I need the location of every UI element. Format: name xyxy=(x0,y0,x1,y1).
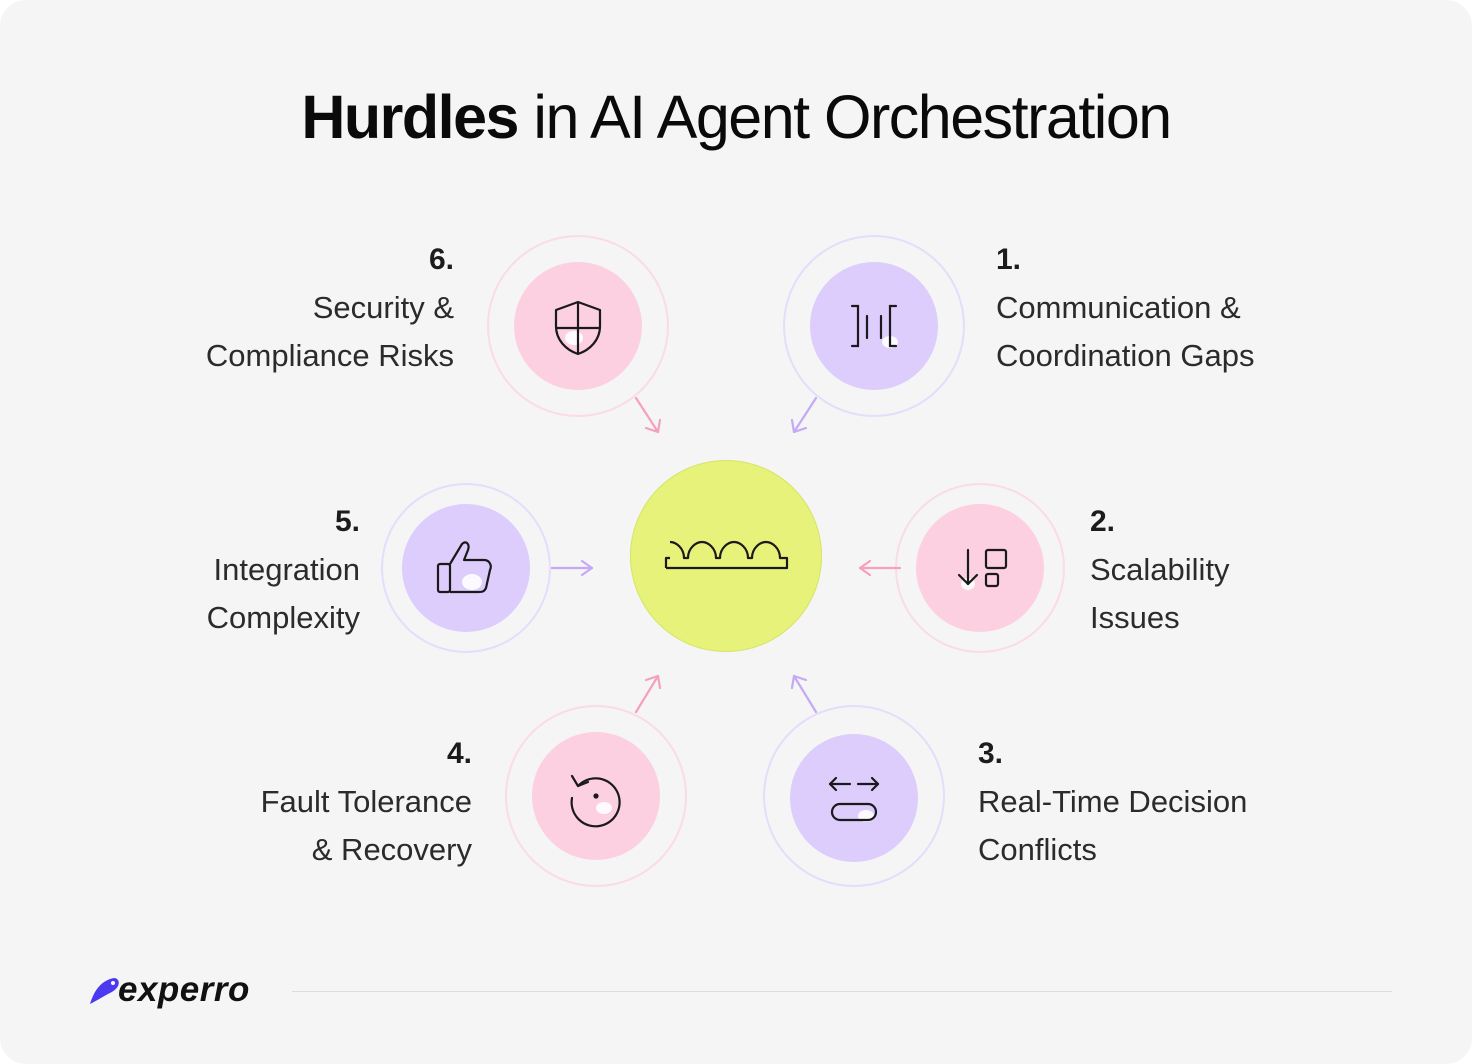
item-number: 5. xyxy=(334,505,360,538)
item-title-line2: Conflicts xyxy=(978,832,1097,867)
item-number: 1. xyxy=(996,243,1022,276)
item-title-line2: & Recovery xyxy=(311,832,472,867)
item-label-6: 6. Security & Compliance Risks xyxy=(206,236,454,380)
swap-arrows-icon xyxy=(828,776,880,822)
arrow-3 xyxy=(790,674,818,714)
item-title-line1: Real-Time Decision xyxy=(978,784,1248,819)
item-title-line1: Integration xyxy=(213,552,361,587)
item-label-4: 4. Fault Tolerance & Recovery xyxy=(261,730,472,874)
brand-name: experro xyxy=(118,970,250,1009)
item-title-line2: Compliance Risks xyxy=(205,338,454,373)
item-title-line1: Communication & xyxy=(996,290,1241,325)
arrow-5 xyxy=(550,559,594,577)
orchestration-hub-icon xyxy=(664,540,789,570)
item-circle-4 xyxy=(532,732,660,860)
bird-logo-icon xyxy=(90,978,119,1004)
item-number: 2. xyxy=(1090,505,1116,538)
item-circle-6 xyxy=(514,262,642,390)
page-title: Hurdles in AI Agent Orchestration xyxy=(0,82,1472,152)
arc-3 xyxy=(763,705,945,887)
arc-4 xyxy=(505,705,687,887)
item-circle-2 xyxy=(916,504,1044,632)
scale-arrow-icon xyxy=(957,548,1008,590)
shield-icon xyxy=(554,300,602,356)
item-label-3: 3. Real-Time Decision Conflicts xyxy=(978,730,1247,874)
item-label-1: 1. Communication & Coordination Gaps xyxy=(996,236,1255,380)
thumbs-up-icon xyxy=(436,541,492,594)
item-number: 3. xyxy=(978,737,1004,770)
item-circle-1 xyxy=(810,262,938,390)
arc-1 xyxy=(783,235,965,417)
arrow-4 xyxy=(634,674,662,714)
arc-6 xyxy=(487,235,669,417)
item-circle-5 xyxy=(402,504,530,632)
item-title-line1: Fault Tolerance xyxy=(260,784,472,819)
item-title-line1: Security & xyxy=(312,290,454,325)
footer-divider xyxy=(292,991,1392,992)
title-rest: in AI Agent Orchestration xyxy=(517,83,1172,151)
arrow-1 xyxy=(790,396,818,434)
item-title-line1: Scalability xyxy=(1090,552,1230,587)
arrow-2 xyxy=(858,559,902,577)
item-label-5: 5. Integration Complexity xyxy=(207,498,360,642)
item-title-line2: Issues xyxy=(1090,600,1180,635)
bracket-gap-icon xyxy=(850,304,898,348)
item-title-line2: Coordination Gaps xyxy=(996,338,1255,373)
item-title-line2: Complexity xyxy=(206,600,360,635)
item-label-2: 2. Scalability Issues xyxy=(1090,498,1230,642)
item-circle-3 xyxy=(790,734,918,862)
undo-circle-icon xyxy=(570,774,621,828)
center-hub xyxy=(630,460,822,652)
arrow-6 xyxy=(634,396,662,434)
item-number: 4. xyxy=(446,737,472,770)
item-number: 6. xyxy=(428,243,454,276)
arc-5 xyxy=(381,483,551,653)
title-bold: Hurdles xyxy=(301,83,519,151)
